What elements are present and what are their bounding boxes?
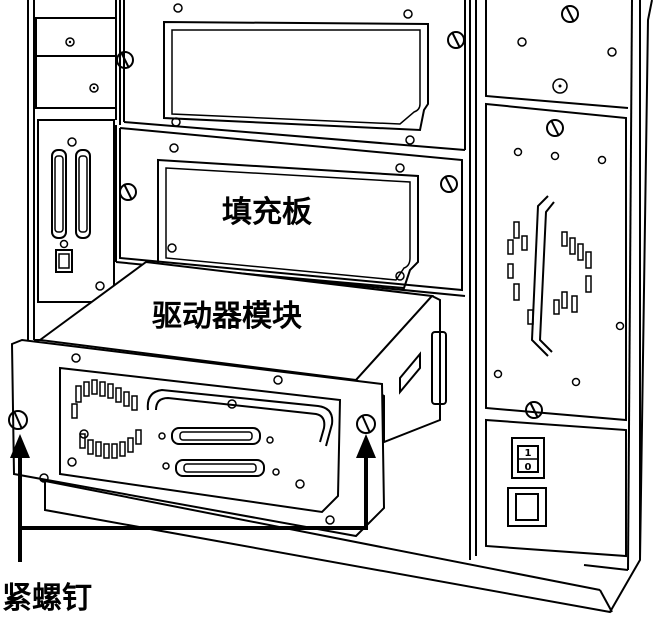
captive-screw-callout	[10, 434, 376, 562]
thumbscrew-icon	[116, 51, 134, 69]
indicator-led-icon	[552, 78, 568, 94]
arrow-up-icon	[10, 434, 30, 458]
drive-module-label: 驱动器模块	[152, 299, 302, 334]
captive-screw-left-icon	[8, 410, 28, 430]
power-switch-panel: 1 0	[485, 418, 627, 558]
arrow-up-icon	[356, 434, 376, 458]
thumbscrew-icon	[440, 175, 458, 193]
fan-vent-icon	[71, 379, 142, 459]
power-supply-panel	[485, 102, 627, 422]
captive-screw-right-icon	[356, 414, 376, 434]
power-inlet-icon	[507, 487, 547, 527]
scsi-connector-icon	[162, 459, 280, 477]
thumbscrew-icon	[119, 183, 137, 201]
scsi-connector-icon	[75, 149, 91, 239]
thumbscrew-icon	[546, 119, 564, 137]
switch-off-label: 0	[525, 462, 532, 473]
top-filler-panel	[116, 0, 466, 151]
filler-panel-label: 填充板	[222, 195, 312, 230]
fan-vent-icon	[507, 221, 592, 325]
thumbscrew-icon	[447, 31, 465, 49]
drive-module	[8, 260, 447, 538]
scsi-connector-icon	[51, 149, 67, 239]
left-connector-panel	[37, 119, 115, 303]
handle-icon	[530, 195, 549, 357]
serial-port-icon	[55, 249, 73, 273]
power-switch[interactable]	[511, 437, 545, 479]
right-upper-panel	[469, 0, 629, 560]
thumbscrew-icon	[561, 5, 579, 23]
module-handle-icon	[146, 388, 334, 447]
switch-on-label: 1	[525, 448, 532, 459]
thumbscrew-icon	[525, 401, 543, 419]
left-upper-panel	[35, 0, 117, 120]
scsi-connector-icon	[158, 427, 274, 445]
captive-screws-label: 紧螺钉	[2, 581, 92, 616]
